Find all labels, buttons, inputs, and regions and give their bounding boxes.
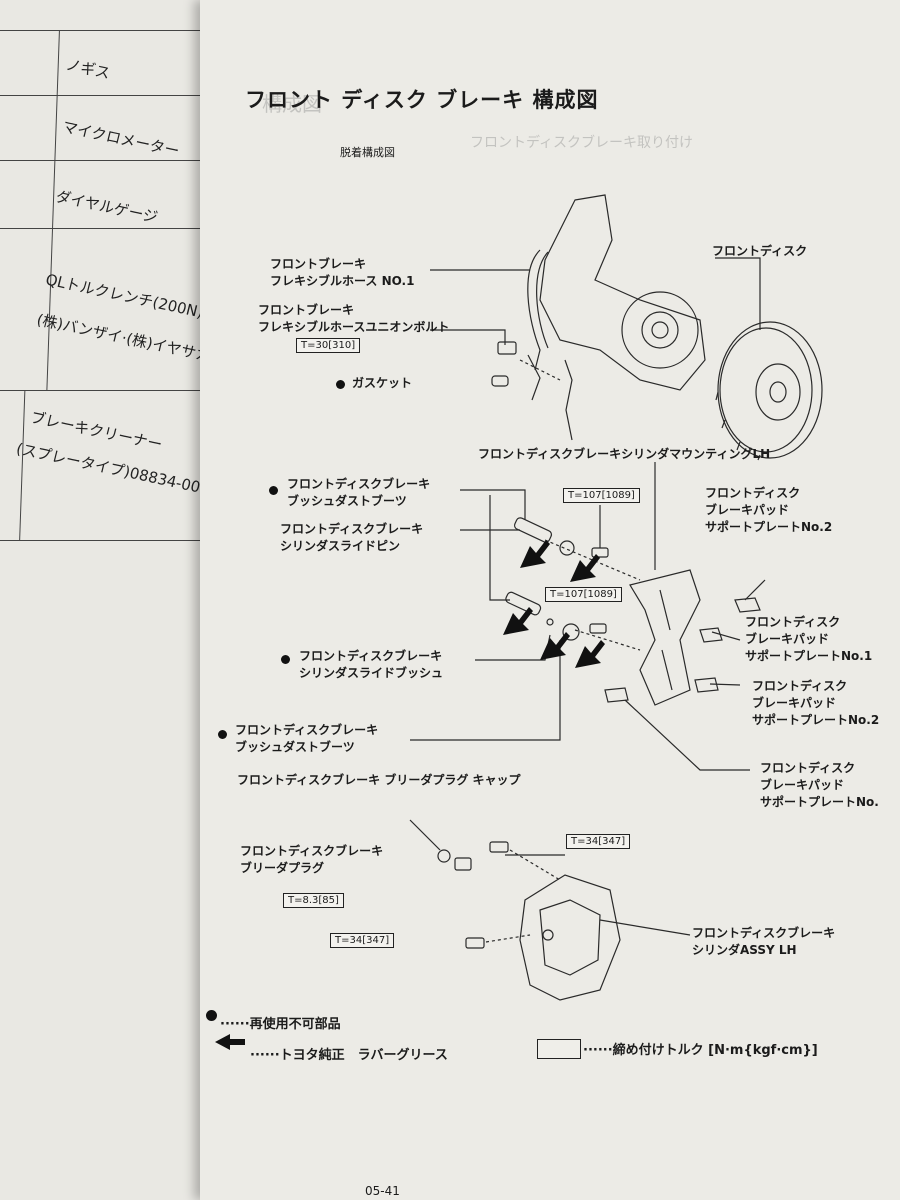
label-bleeder-cap: フロントディスクブレーキ ブリーダプラグ キャップ [237, 773, 521, 787]
label-union-bolt: フロントブレーキフレキシブルホースユニオンボルト [258, 303, 450, 334]
legend-torque: ······締め付けトルク [N·m{kgf·cm}] [583, 1043, 818, 1058]
label-bush-dust-boot-2: フロントディスクブレーキブッシュダストブーツ [235, 723, 379, 754]
table-rule [0, 540, 212, 541]
label-support-plate-no2: フロントディスクブレーキパッドサポートプレートNo.2 [705, 486, 833, 534]
table-column-rule [19, 390, 26, 540]
legend-grease: ······トヨタ純正 ラバーグリース [250, 1048, 448, 1063]
non-reusable-marker [281, 655, 290, 664]
brake-diagram [215, 194, 823, 1050]
list-item: (スプレータイプ)08834-00080 [14, 439, 231, 503]
table-rule [0, 390, 227, 391]
non-reusable-marker [269, 486, 278, 495]
label-cylinder-assy: フロントディスクブレーキシリンダASSY LH [692, 926, 836, 957]
non-reusable-marker [218, 730, 227, 739]
label-mounting: フロントディスクブレーキシリンダマウンティングLH [478, 447, 771, 461]
label-support-plate-no: フロントディスクブレーキパッドサポートプレートNo. [760, 761, 879, 809]
list-item: マイクロメーター [60, 117, 182, 161]
bleed-through-text: フロントディスクブレーキ取り付け [470, 135, 694, 151]
label-slide-pin: フロントディスクブレーキシリンダスライドピン [280, 522, 424, 553]
table-column-rule [46, 30, 60, 390]
label-gasket: ガスケット [352, 376, 413, 390]
list-item: ノギス [63, 55, 113, 83]
torque-box: T=107[1089] [563, 488, 640, 503]
page-subtitle: 脱着構成図 [340, 146, 395, 159]
torque-box: T=107[1089] [545, 587, 622, 602]
label-flexible-hose: フロントブレーキフレキシブルホース NO.1 [270, 257, 415, 288]
knuckle-hub-illustration [527, 194, 706, 441]
page-title: フロント ディスク ブレーキ 構成図 [245, 88, 599, 112]
non-reusable-marker [336, 380, 345, 389]
torque-box: T=34[347] [566, 834, 631, 849]
legend-torque-box-icon [537, 1039, 581, 1059]
label-support-plate-no2b: フロントディスクブレーキパッドサポートプレートNo.2 [752, 679, 880, 727]
legend-bullet-icon [206, 1010, 217, 1021]
torque-box: T=30[310] [296, 338, 361, 353]
table-rule [0, 228, 233, 229]
front-disc-illustration [715, 321, 823, 461]
label-support-plate-no1: フロントディスクブレーキパッドサポートプレートNo.1 [745, 615, 873, 663]
label-front-disc: フロントディスク [712, 244, 808, 258]
torque-box: T=34[347] [330, 933, 395, 948]
bleed-through-text: 構成図 [262, 92, 322, 116]
list-item: ダイヤルゲージ [54, 187, 160, 227]
label-bleeder-plug: フロントディスクブレーキブリーダプラグ [240, 844, 384, 875]
page-number: 05-41 [365, 1184, 400, 1198]
torque-box: T=8.3[85] [283, 893, 344, 908]
legend-non-reusable: ······再使用不可部品 [220, 1017, 341, 1032]
label-bush-dust-boot: フロントディスクブレーキブッシュダストブーツ [287, 477, 431, 508]
caliper-illustration [519, 874, 621, 1001]
label-slide-bush: フロントディスクブレーキシリンダスライドブッシュ [299, 649, 444, 680]
